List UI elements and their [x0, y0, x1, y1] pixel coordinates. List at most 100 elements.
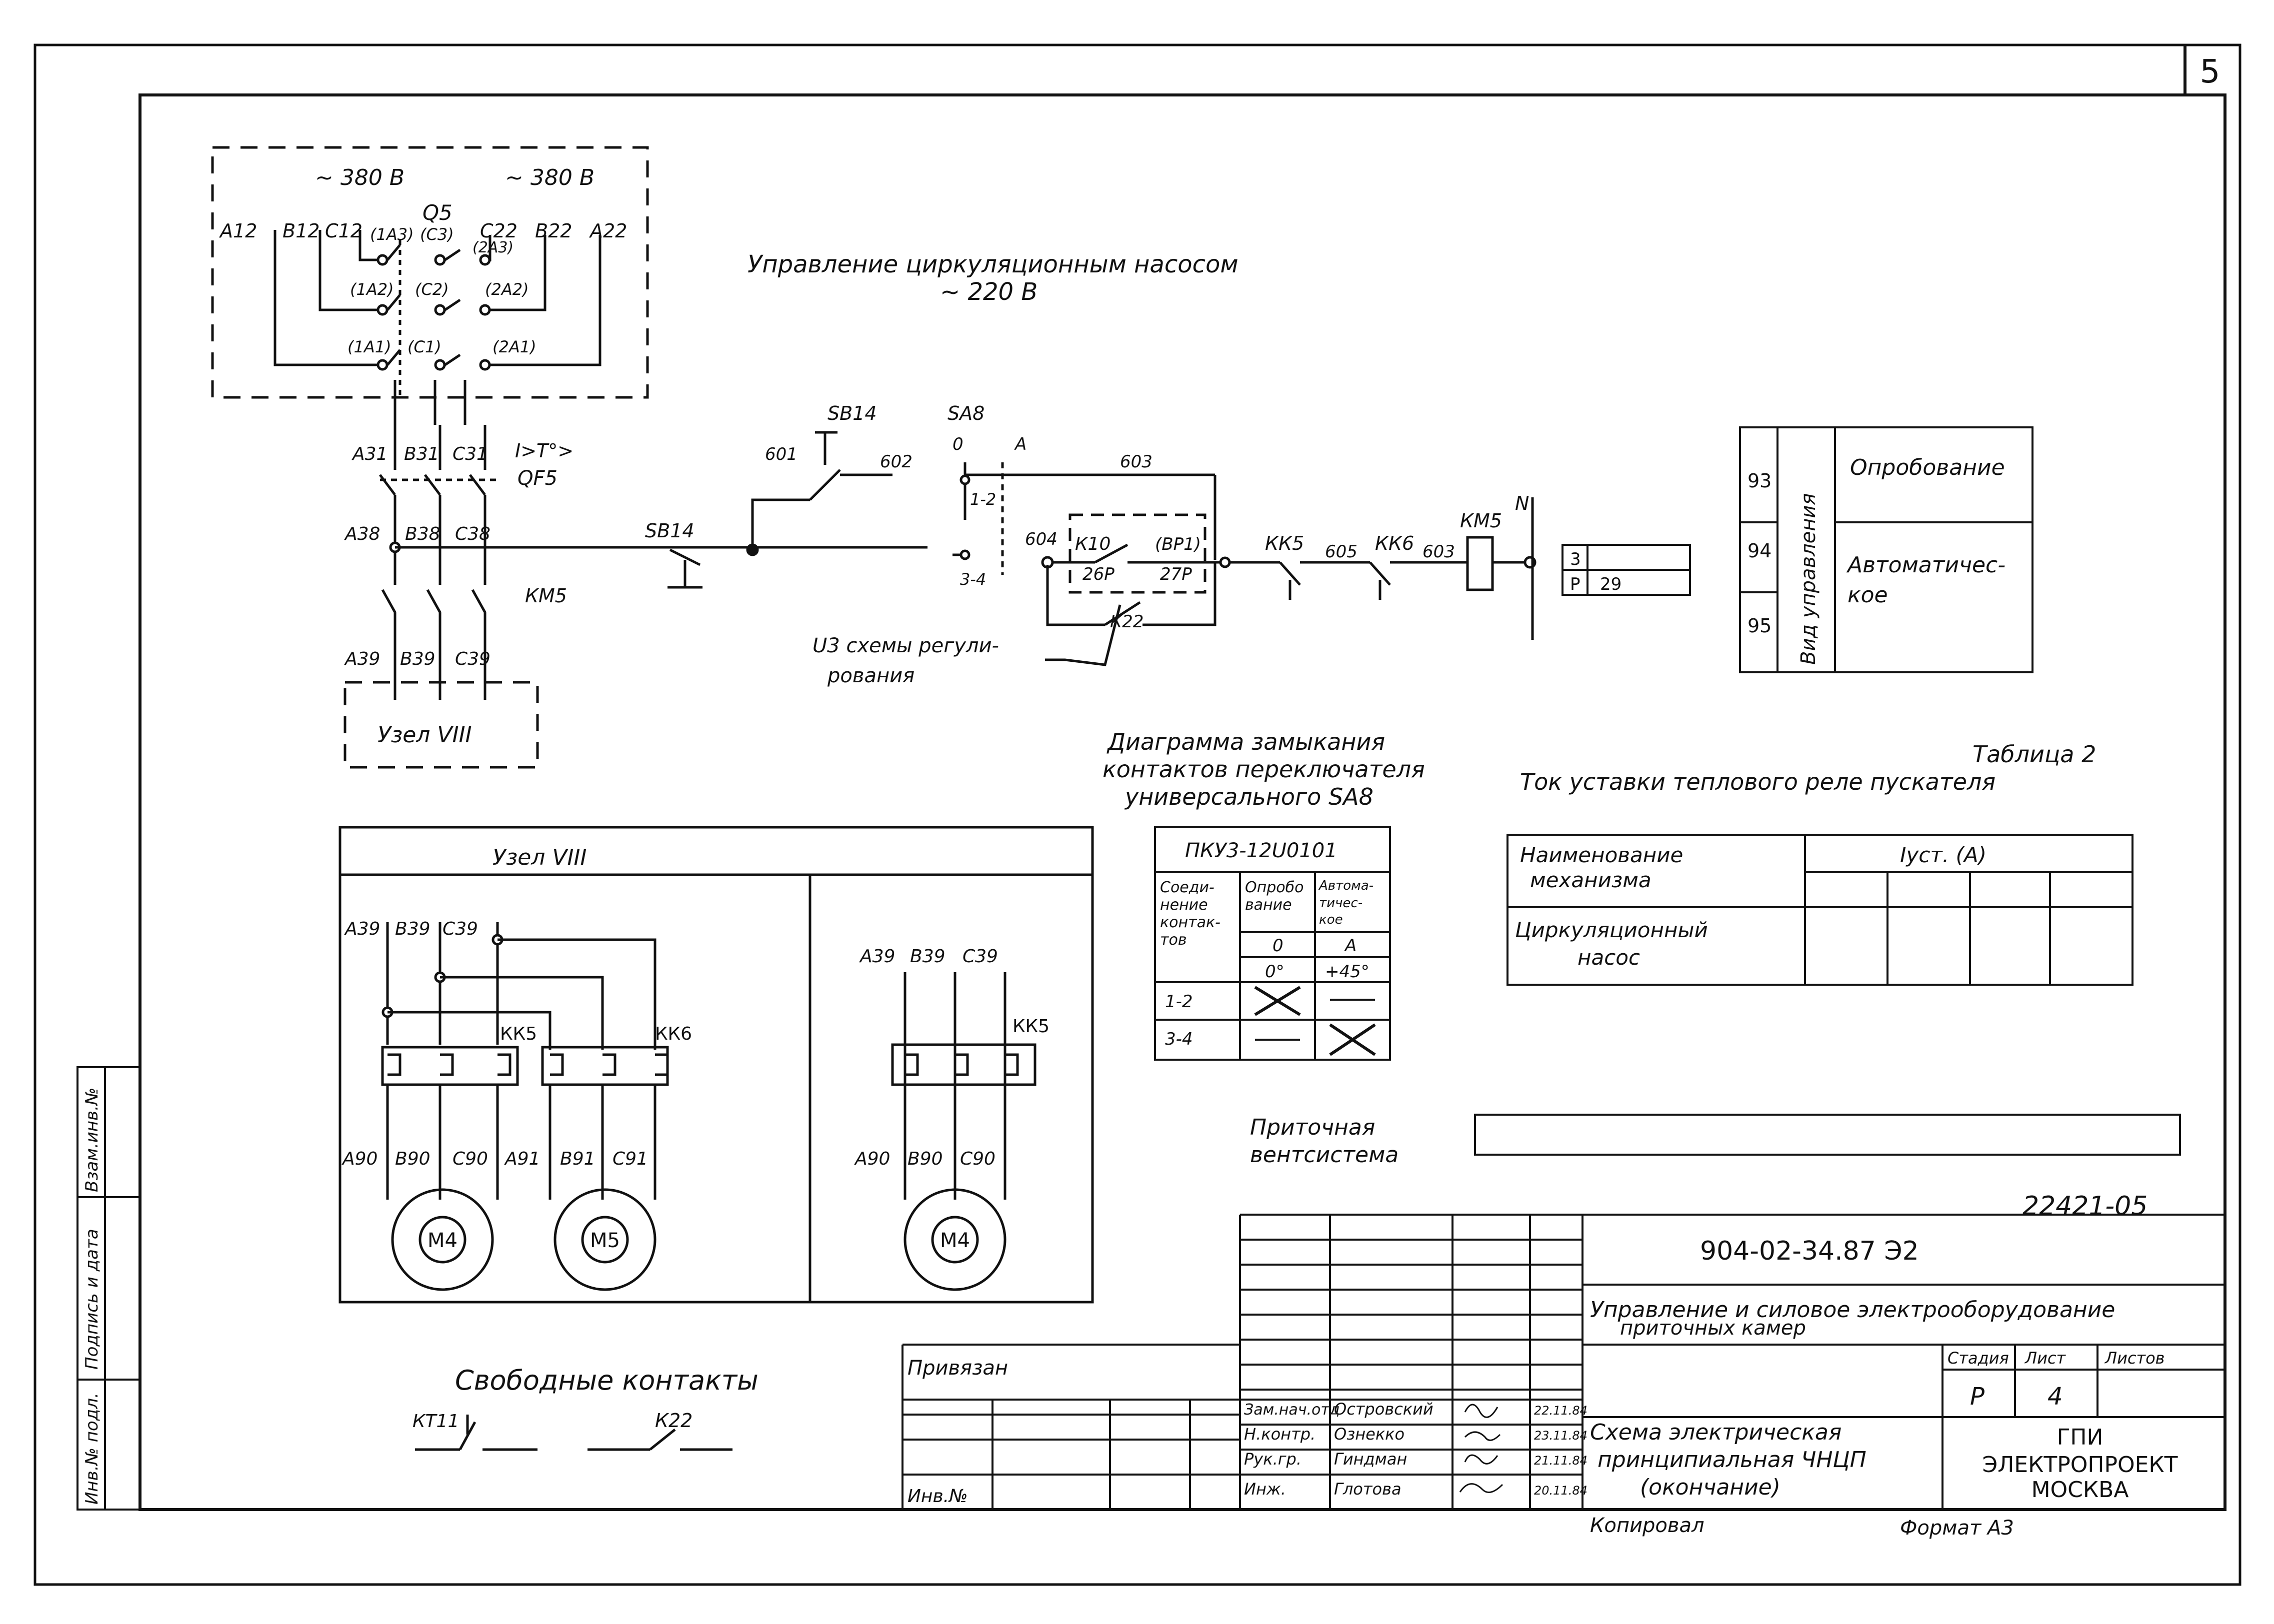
ref-box-p: Р: [1570, 574, 1580, 594]
node8-right-c39: С39: [962, 946, 998, 967]
node8-term-b39: В39: [395, 919, 430, 939]
kk5-control-label: КК5: [1265, 532, 1304, 554]
node8-out-b91: В91: [560, 1149, 596, 1169]
q5-contact-1a2: (1А2): [350, 280, 394, 299]
node8-right-b90: В90: [908, 1149, 943, 1169]
ventilation-box: [1474, 1114, 2181, 1156]
stage-value: Р: [1970, 1383, 1984, 1411]
wire-603-right: 603: [1422, 542, 1455, 562]
sheet-title-line2: принципиальная ЧНЦП: [1598, 1447, 1866, 1473]
pku-table: [1154, 826, 1391, 1061]
role-1: Зам.нач.отд: [1244, 1401, 1340, 1419]
q5-contact-1a3: (1А3): [370, 225, 414, 244]
q5-contact-2a1: (2А1): [492, 337, 536, 356]
pku-row-12: 1-2: [1165, 992, 1193, 1012]
node8-right-b39: В39: [910, 946, 946, 967]
k10-label: К10: [1075, 534, 1110, 554]
free-contacts-title: Свободные контакты: [455, 1365, 758, 1396]
node8-right-kk5: КК5: [1012, 1016, 1050, 1037]
date-4: 20.11.84: [1534, 1484, 1588, 1498]
sa8-contacts-34: 3-4: [960, 570, 986, 589]
privyazan-label: Привязан: [908, 1357, 1008, 1380]
pku-col2-l2: вание: [1245, 896, 1292, 914]
node8-out-c91: С91: [612, 1149, 648, 1169]
pku-col3-l2: тичес-: [1319, 896, 1362, 911]
doc-code: 904-02-34.87 Э2: [1700, 1236, 1919, 1266]
mode-table: [1739, 426, 2034, 673]
ventilation-line1: Приточная: [1250, 1115, 1375, 1140]
doc-desc-line2: приточных камер: [1620, 1317, 1806, 1340]
pku-ang-45: +45°: [1325, 962, 1370, 982]
q5-switch-wiring: [274, 230, 602, 425]
table2-row1-l2: насос: [1578, 945, 1640, 970]
q5-dashed-box: [211, 146, 649, 399]
sa8-contacts-12: 1-2: [970, 490, 996, 509]
side-signature-date: Подпись и дата: [82, 1229, 102, 1370]
date-3: 21.11.84: [1534, 1454, 1588, 1468]
term-a39: А39: [344, 649, 380, 669]
neutral-label: N: [1515, 492, 1529, 514]
term-a12: А12: [218, 220, 257, 242]
pku-ang-0: 0°: [1265, 962, 1284, 982]
node8-out-b90: В90: [395, 1149, 430, 1169]
q5-contact-2a3: (2А3): [472, 239, 514, 256]
sheet-frame: [34, 43, 2242, 1586]
title-block-grid: [902, 1214, 2225, 1510]
sa8-pos-0: 0: [952, 434, 964, 454]
mode-label-auto1: Автоматичес-: [1846, 552, 2006, 578]
mode-num-93: 93: [1748, 470, 1772, 492]
sheet-title-line3: (окончание): [1640, 1475, 1780, 1500]
node8-out-a91: А91: [504, 1149, 540, 1169]
table2-title: Ток уставки теплового реле пускателя: [1520, 768, 1996, 795]
term-b38: В38: [405, 524, 440, 544]
node8-right-c90: С90: [960, 1149, 996, 1169]
contactor-km5-label: КМ5: [525, 585, 567, 607]
supply-left-label: ~ 380 В: [315, 165, 404, 190]
wire-605: 605: [1325, 542, 1358, 562]
role-4: Инж.: [1244, 1480, 1286, 1499]
table2-grid: [1506, 834, 2134, 986]
node8-relay-kk5: КК5: [500, 1024, 537, 1044]
q5-contact-c1: (С1): [408, 337, 442, 356]
node8-link-label: Узел VIII: [378, 722, 472, 748]
pku-col1-l1: Соеди-: [1160, 879, 1214, 896]
signatures: [1459, 1404, 1504, 1494]
free-contact-k22: К22: [655, 1410, 692, 1432]
pku-row-34: 3-4: [1165, 1029, 1193, 1049]
node8-term-a39: А39: [344, 919, 380, 939]
sheet-value: 4: [2048, 1383, 2063, 1411]
node8-out-c90: С90: [452, 1149, 488, 1169]
power-bus-wiring: [379, 425, 928, 700]
node8-out-a90: А90: [342, 1149, 378, 1169]
org-line1: ГПИ: [2057, 1425, 2104, 1450]
mode-num-94: 94: [1748, 540, 1772, 562]
pku-col1-l4: тов: [1160, 931, 1187, 949]
name-4: Глотова: [1334, 1480, 1402, 1499]
inv-no-label: Инв.№: [908, 1486, 968, 1507]
mode-label-test: Опробование: [1850, 455, 2005, 480]
mode-label-auto2: кое: [1848, 582, 1888, 608]
node8-term-c39: С39: [442, 919, 478, 939]
kk6-control-label: КК6: [1375, 532, 1414, 554]
breaker-trip-label: I>T°>: [515, 440, 574, 462]
ref-box: [1562, 544, 1691, 596]
motor-m4-left: М4: [428, 1229, 458, 1252]
sheets-header: Листов: [2104, 1349, 2165, 1368]
regulation-note-line1: U3 схемы регули-: [812, 634, 999, 657]
table2-head2: Iуст. (А): [1900, 843, 1986, 867]
stage-header: Стадия: [1948, 1349, 2009, 1368]
date-2: 23.11.84: [1534, 1429, 1588, 1443]
table2-head1-l2: механизма: [1530, 868, 1652, 892]
wire-601: 601: [765, 444, 798, 464]
pku-col2-l1: Опробо: [1245, 879, 1304, 896]
q5-contact-c3: (С3): [420, 225, 454, 244]
diagram-title-line3: универсального SA8: [1124, 783, 1374, 810]
name-2: Ознекко: [1334, 1425, 1404, 1444]
role-2: Н.контр.: [1244, 1425, 1316, 1444]
ventilation-line2: вентсистема: [1250, 1142, 1398, 1168]
table2-row1-l1: Циркуляционный: [1515, 918, 1708, 942]
mode-num-95: 95: [1748, 615, 1772, 637]
pku-pos-a: А: [1344, 936, 1356, 956]
free-contacts-symbols: [415, 1415, 732, 1451]
